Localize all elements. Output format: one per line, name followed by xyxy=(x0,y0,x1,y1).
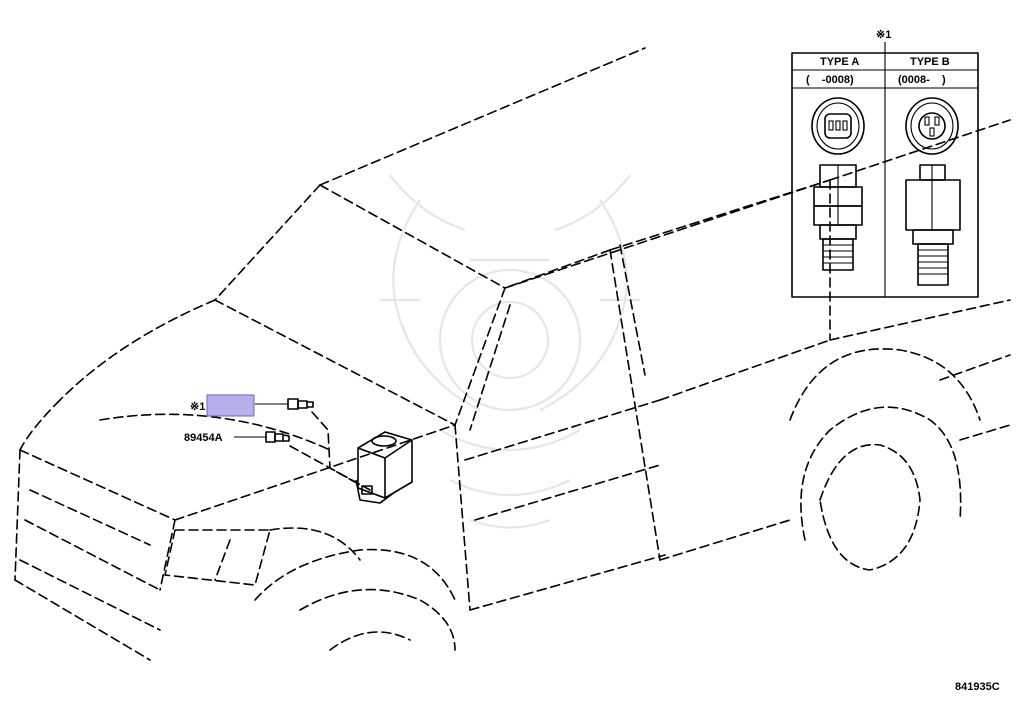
sensor-89454a-part xyxy=(265,431,290,443)
part-number-label[interactable]: 89454A xyxy=(184,432,223,444)
type-b-label: TYPE B xyxy=(910,56,950,68)
watermark-emblem xyxy=(380,174,640,529)
type-b-connector-icon xyxy=(905,97,959,155)
reservoir-assembly xyxy=(355,431,413,504)
type-b-range: (0008- ) xyxy=(898,74,946,86)
callout-ref-mark: ※1 xyxy=(190,401,205,413)
type-inset: ※1 TYPE A TYPE B ( -0008) (0008- ) xyxy=(791,29,979,298)
type-a-range: ( -0008) xyxy=(806,74,854,86)
inset-ref-mark: ※1 xyxy=(876,29,891,41)
pressure-switch-part xyxy=(287,398,314,410)
type-a-switch-icon xyxy=(813,164,863,271)
callout-leaders xyxy=(234,403,371,491)
vehicle-outline xyxy=(14,47,1011,661)
type-b-switch-icon xyxy=(905,164,961,286)
figure-code: 841935C xyxy=(955,681,1000,693)
type-a-label: TYPE A xyxy=(820,56,859,68)
callout-highlight-box[interactable] xyxy=(206,394,255,417)
type-a-connector-icon xyxy=(811,97,865,155)
